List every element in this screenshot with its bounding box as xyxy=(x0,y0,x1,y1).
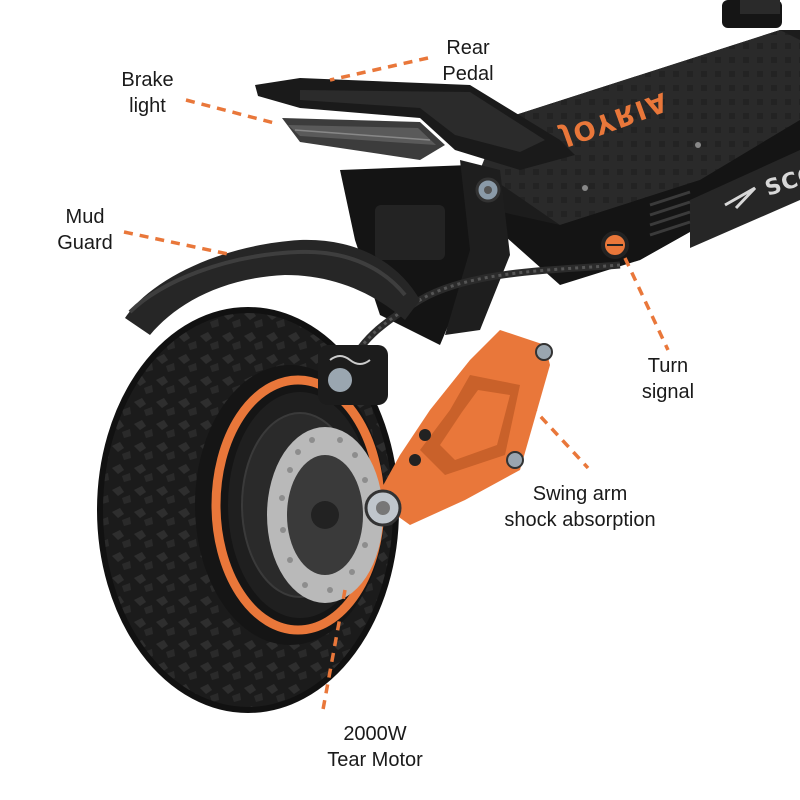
brake-caliper xyxy=(318,345,388,405)
label-motor-line1: 2000W xyxy=(343,723,407,745)
label-rear-pedal-line1: Rear xyxy=(446,37,490,59)
leader-mud-guard xyxy=(123,230,229,256)
label-brake-light-line2: light xyxy=(129,95,166,117)
leader-rear-pedal xyxy=(329,56,429,82)
label-turn-signal-line2: signal xyxy=(641,381,695,403)
brake-light xyxy=(282,118,445,160)
label-brake-light: Brake light xyxy=(100,67,195,119)
rear-pedal xyxy=(255,78,575,170)
leader-swing-arm xyxy=(528,403,590,470)
deck: JOYRIA SCO xyxy=(470,30,800,285)
label-brake-light-line1: Brake xyxy=(121,69,174,91)
stem xyxy=(722,0,782,28)
leader-turn-signal xyxy=(623,257,670,351)
label-mud-guard-line2: Guard xyxy=(57,232,113,254)
label-swing-arm: Swing arm shock absorption xyxy=(480,481,680,533)
label-turn-signal: Turn signal xyxy=(618,353,718,405)
label-rear-pedal: Rear Pedal xyxy=(418,35,518,87)
label-mud-guard: Mud Guard xyxy=(40,204,130,256)
rear-frame xyxy=(340,160,510,345)
mud-guard xyxy=(125,239,420,335)
turn-signal xyxy=(601,231,629,259)
label-motor-line2: Tear Motor xyxy=(327,749,423,771)
leader-motor xyxy=(320,589,347,716)
brake-disc xyxy=(267,427,383,603)
label-swing-arm-line2: shock absorption xyxy=(504,509,656,531)
leader-brake-light xyxy=(185,98,279,126)
label-turn-signal-line1: Turn xyxy=(647,355,689,377)
label-mud-guard-line1: Mud xyxy=(65,206,105,228)
label-motor: 2000W Tear Motor xyxy=(310,721,440,773)
label-rear-pedal-line2: Pedal xyxy=(442,63,494,85)
label-swing-arm-line1: Swing arm xyxy=(532,483,628,505)
leader-lines xyxy=(123,56,670,716)
swing-arm xyxy=(364,330,553,527)
